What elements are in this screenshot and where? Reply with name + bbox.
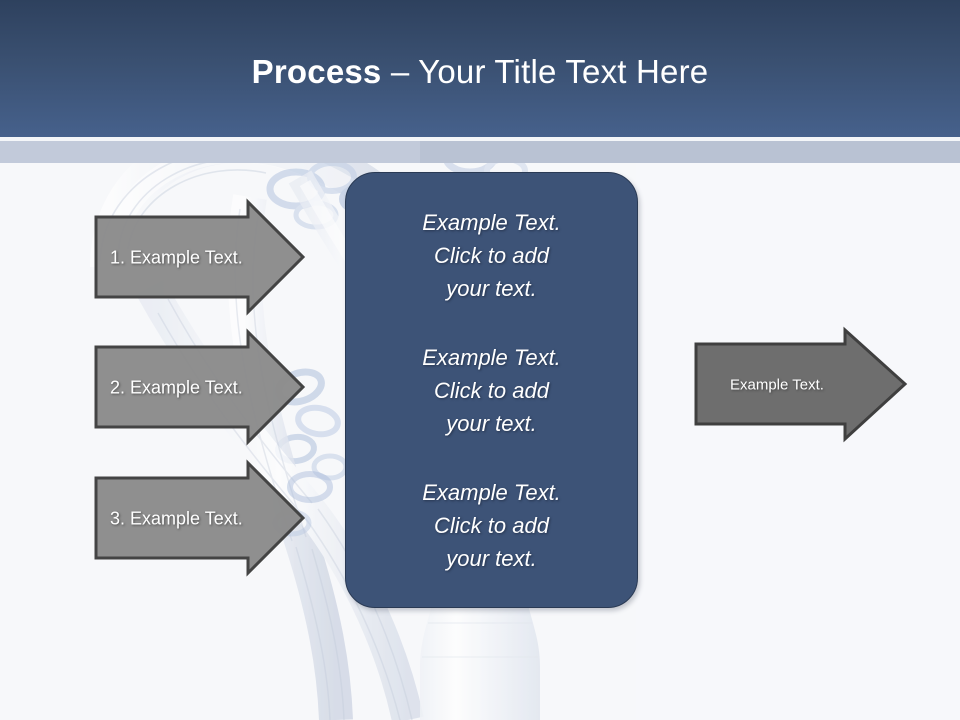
page-title: Process – Your Title Text Here [0, 52, 960, 92]
panel-text-block-2[interactable]: Example Text. Click to add your text. [346, 341, 637, 440]
result-arrow[interactable]: Example Text. [694, 326, 908, 443]
title-accent-band-left [0, 141, 420, 163]
panel-text-block-2-line-1: Example Text. [422, 344, 561, 370]
content-panel[interactable]: Example Text. Click to add your text. Ex… [345, 172, 638, 608]
panel-text-block-1-line-3: your text. [446, 275, 537, 301]
panel-text-block-2-line-2: Click to add [434, 377, 549, 403]
panel-text-block-3-line-3: your text. [446, 545, 537, 571]
panel-text-block-1-line-2: Click to add [434, 242, 549, 268]
panel-text-block-1[interactable]: Example Text. Click to add your text. [346, 206, 637, 305]
page-title-bold: Process [251, 53, 382, 90]
step-arrow-3[interactable]: 3. Example Text. [94, 459, 306, 577]
title-bar-gap [0, 137, 960, 141]
step-arrow-1[interactable]: 1. Example Text. [94, 198, 306, 316]
title-bar [0, 0, 960, 137]
panel-text-block-3[interactable]: Example Text. Click to add your text. [346, 476, 637, 575]
page-title-rest: – Your Title Text Here [381, 53, 709, 90]
panel-text-block-3-line-2: Click to add [434, 512, 549, 538]
panel-text-block-1-line-1: Example Text. [422, 209, 561, 235]
panel-text-block-2-line-3: your text. [446, 410, 537, 436]
step-arrow-2[interactable]: 2. Example Text. [94, 328, 306, 446]
panel-text-block-3-line-1: Example Text. [422, 479, 561, 505]
